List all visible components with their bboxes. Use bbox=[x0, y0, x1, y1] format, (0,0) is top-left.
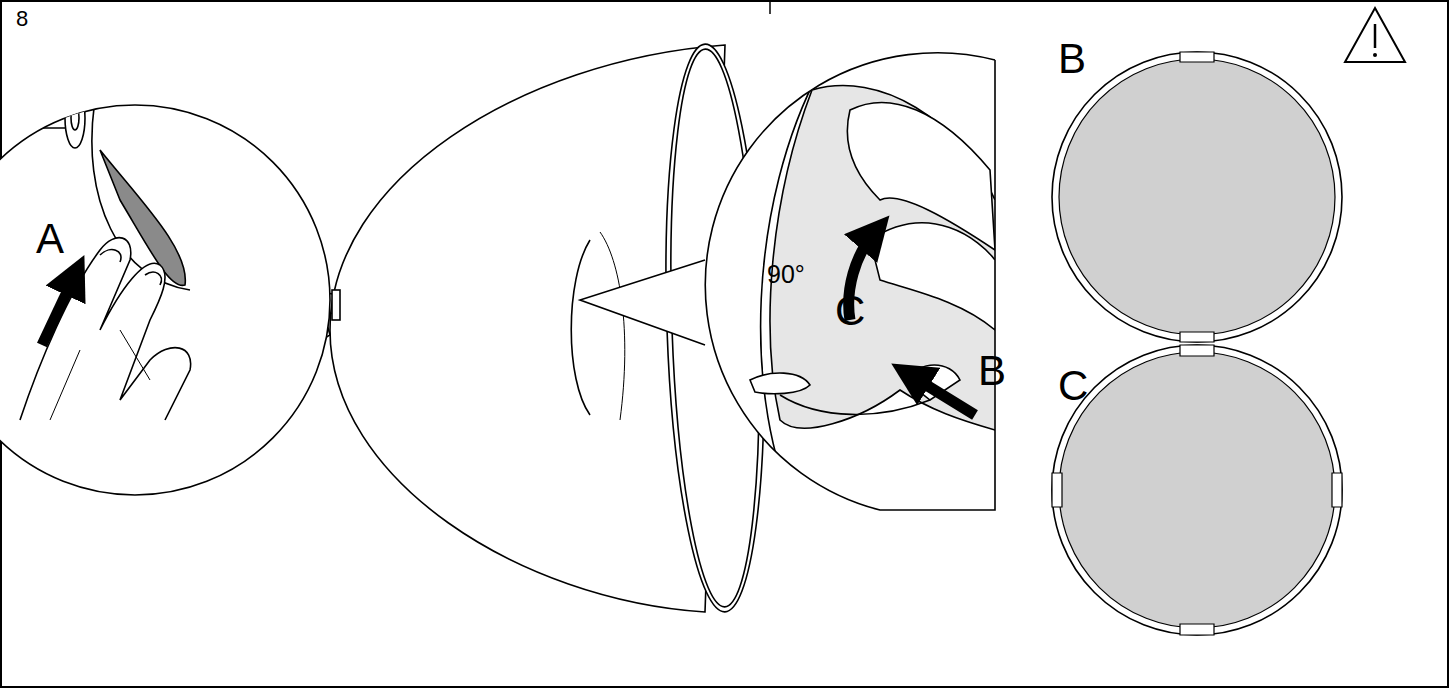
push-arrow bbox=[42, 275, 75, 345]
orientation-wrong bbox=[1052, 8, 1405, 342]
step-number: 8 bbox=[16, 8, 28, 30]
detail-zoom-right bbox=[580, 53, 995, 520]
callout-letter: C bbox=[835, 290, 865, 332]
frame-divider bbox=[769, 0, 771, 14]
warning-triangle bbox=[1345, 8, 1405, 62]
detail-zoom-left bbox=[0, 88, 330, 495]
callout-letter: C bbox=[1058, 365, 1088, 407]
callout-letter: B bbox=[978, 350, 1006, 392]
orientation-correct bbox=[1052, 345, 1342, 635]
callout-letter: B bbox=[1058, 38, 1086, 80]
callout-letter: A bbox=[36, 218, 64, 260]
angle-label: 90° bbox=[767, 262, 805, 287]
